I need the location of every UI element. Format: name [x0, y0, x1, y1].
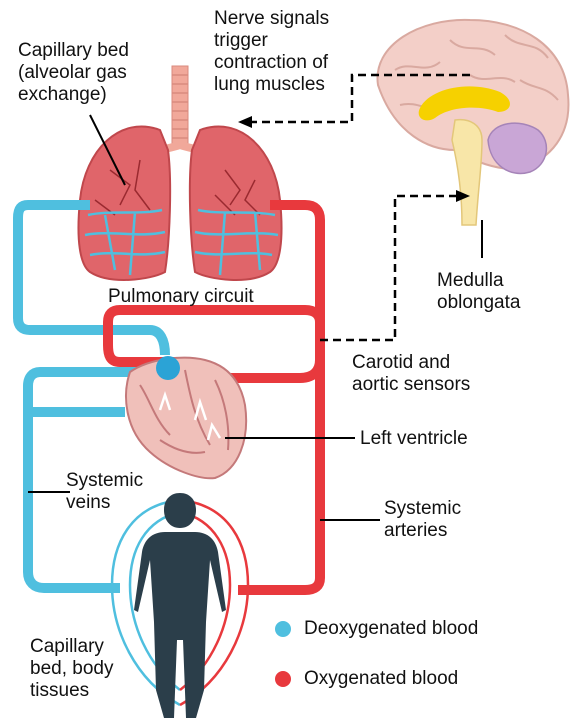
- right-atrium-blue: [156, 356, 180, 380]
- body-silhouette: [134, 493, 226, 718]
- label-systemic-arteries: Systemic arteries: [384, 498, 461, 542]
- label-medulla: Medulla oblongata: [437, 270, 520, 314]
- legend-deoxygenated-dot: [275, 621, 291, 637]
- legend-oxygenated-dot: [275, 671, 291, 687]
- right-lung: [190, 126, 282, 279]
- label-nerve-signals: Nerve signals trigger contraction of lun…: [214, 8, 329, 96]
- systemic-artery-red: [238, 360, 320, 590]
- legend-oxygenated-label: Oxygenated blood: [304, 668, 458, 690]
- brainstem: [452, 120, 482, 225]
- body-figure: [112, 493, 248, 718]
- label-capillary-bed-body: Capillary bed, body tissues: [30, 636, 113, 702]
- trachea: [172, 66, 188, 146]
- label-left-ventricle: Left ventricle: [360, 428, 468, 450]
- sensor-dashed-arrow: [320, 196, 458, 340]
- brain: [377, 20, 568, 225]
- label-pulmonary-circuit: Pulmonary circuit: [108, 286, 254, 308]
- left-lung: [78, 126, 170, 279]
- legend-deoxygenated-label: Deoxygenated blood: [304, 618, 478, 640]
- label-systemic-veins: Systemic veins: [66, 470, 143, 514]
- nerve-arrowhead: [238, 116, 252, 128]
- heart: [126, 356, 246, 478]
- aorta-arch-red: [108, 310, 320, 362]
- label-capillary-bed-lungs: Capillary bed (alveolar gas exchange): [18, 40, 129, 106]
- label-carotid-sensors: Carotid and aortic sensors: [352, 352, 470, 396]
